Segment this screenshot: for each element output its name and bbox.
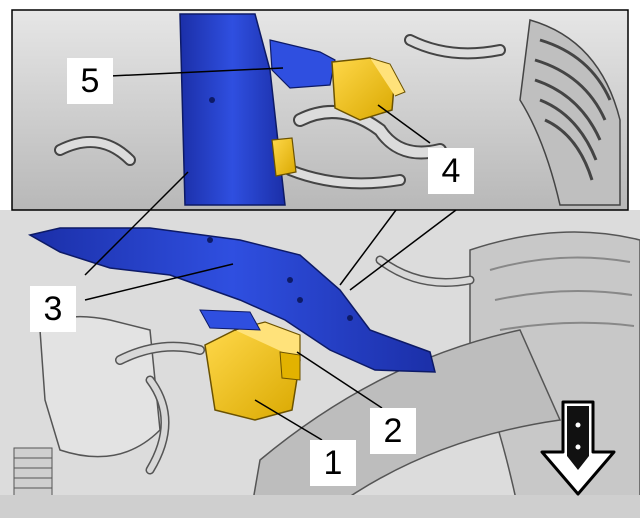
leader-line-5 [109,67,284,77]
inset-detail-view [11,9,629,211]
front-direction-arrow-icon [540,400,616,496]
callout-5: 5 [67,58,113,104]
callout-1: 1 [310,440,356,486]
callout-3: 3 [30,286,76,332]
inset-connector-lines [339,209,457,291]
yellow-component-lower [204,321,301,421]
leader-line-1 [254,399,323,441]
leader-line-2 [296,351,383,409]
leader-line-3-upper [84,171,189,276]
leader-line-3-lower [84,263,234,301]
callout-2: 2 [370,408,416,454]
blue-bracket-lower [27,227,436,373]
leader-line-4 [377,104,431,144]
callout-leader-lines [84,67,431,441]
callout-4: 4 [428,148,474,194]
